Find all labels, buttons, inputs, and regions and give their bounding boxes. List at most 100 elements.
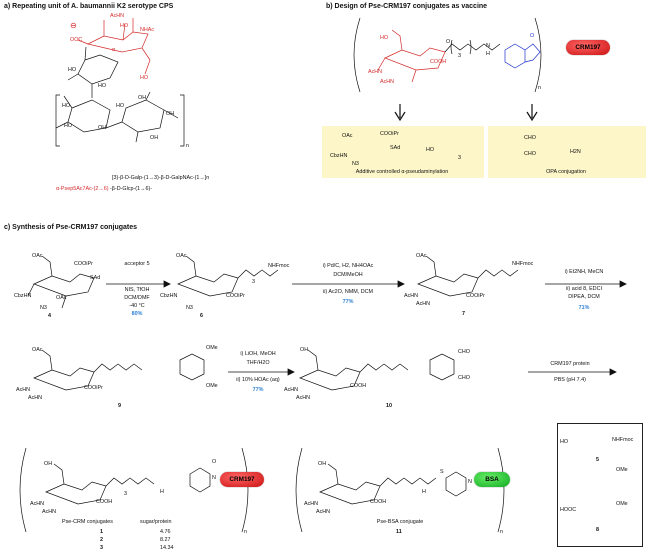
c10-cooh: COOH — [350, 383, 367, 389]
step1-reagent-1: acceptor 5 — [124, 261, 150, 267]
step5-reagent-1: CRM197 protein — [550, 361, 590, 367]
arrow-down-left — [394, 104, 406, 122]
c7-achn2: AcHN — [416, 301, 431, 307]
carboxylate-charge: ⊖ — [70, 21, 77, 30]
pse-conjugate-structure — [377, 29, 446, 83]
step4-reagent-2: THF/H2O — [246, 360, 270, 366]
compound-10-structure — [299, 349, 455, 391]
table-row-1-ratio: 4.76 — [160, 529, 171, 535]
step3-reagent-2: ii) acid 8, EDCI — [566, 286, 602, 292]
caption-pseudaminylation: Additive controlled α-pseudaminylation — [355, 169, 449, 175]
paren-left-crm — [19, 447, 27, 533]
c5-nhfmoc: NHFmoc — [612, 437, 634, 443]
c8-ome1: OMe — [616, 467, 628, 473]
c4-sad: SAd — [90, 275, 101, 281]
crm-o: O — [212, 459, 217, 465]
sequence-line-2-black: -β-D-Glcp-(1→6)- — [110, 186, 153, 192]
crm-n: N — [212, 475, 216, 481]
c7-oac: OAc — [416, 253, 427, 259]
crm-achn2: AcHN — [42, 509, 57, 515]
c9-ome1: OMe — [206, 345, 218, 351]
label-ho-a5: HO — [62, 103, 71, 109]
c4-n3: N3 — [40, 305, 47, 311]
c6-n3: N3 — [186, 305, 193, 311]
bl-n3: N3 — [352, 161, 359, 167]
paren-right-bsa — [497, 447, 505, 533]
step1-reagent-2: NIS, TfOH — [124, 287, 150, 293]
c8-ome2: OMe — [616, 501, 628, 507]
bsa-s: S — [440, 469, 444, 475]
c10-achn2: AcHN — [296, 395, 311, 401]
arrow-down-right — [526, 104, 538, 122]
label-alpha: α — [112, 47, 116, 53]
b-label-achn2: AcHN — [380, 79, 395, 85]
c7-cooipr: COOiPr — [466, 293, 485, 299]
label-oh-a4: OH — [166, 111, 175, 117]
c10-cho1: CHO — [458, 349, 470, 355]
bsa-cooh: COOH — [370, 499, 387, 505]
step1-yield: 80% — [131, 311, 143, 317]
bracket-left-a — [55, 94, 60, 147]
step3-reagent-3: DIPEA, DCM — [568, 294, 600, 300]
label-achn-a: AcHN — [110, 13, 125, 19]
bsa-achn2: AcHN — [316, 509, 331, 515]
bl-sub3: 3 — [458, 155, 461, 161]
bl-cbzhn: CbzHN — [330, 153, 348, 159]
step3-yield: 71% — [578, 305, 590, 311]
label-oh-a1: OH — [98, 125, 107, 131]
b-label-h: H — [486, 51, 490, 57]
label-oh-a2: OH — [138, 95, 147, 101]
caption-opa: OPA conjugation — [546, 169, 586, 175]
subscript-n-a: n — [186, 143, 189, 149]
b-subscript-n: n — [538, 85, 541, 91]
step1-reagent-3: DCM/DMF — [124, 295, 150, 301]
c10-achn1: AcHN — [284, 387, 299, 393]
label-ho-a4: HO — [98, 83, 107, 89]
compound-6-structure — [177, 255, 279, 297]
pse-bsa-conjugate-structure — [319, 463, 467, 505]
c9-achn1: AcHN — [16, 387, 31, 393]
bsa-caption: Pse-BSA conjugate — [376, 519, 424, 525]
glucose-residue — [67, 46, 119, 98]
sequence-line-2-red: α-Psep5Ac7Ac-(2→6) — [56, 186, 109, 192]
label-ooc: OOC — [70, 37, 83, 43]
design-box-pseudaminylation — [322, 126, 484, 178]
crm-h: H — [160, 489, 164, 495]
c4-cooipr: COOiPr — [74, 261, 93, 267]
paren-left-b — [353, 17, 361, 93]
b-label-achn1: AcHN — [368, 69, 383, 75]
c7-achn1: AcHN — [404, 293, 419, 299]
label-ho-a1: HO — [120, 23, 129, 29]
bsa-achn1: AcHN — [304, 501, 319, 507]
b-label-cooh: COOH — [430, 59, 447, 65]
b-label-o2: O — [530, 33, 535, 39]
step4-reagent-3: ii) 10% HOAc (aq) — [236, 377, 280, 383]
br-h2n: H2N — [570, 149, 581, 155]
c6-cooipr: COOiPr — [226, 293, 245, 299]
label-compound-4: 4 — [48, 313, 51, 319]
c5-ho: HO — [560, 439, 569, 445]
label-compound-8: 8 — [596, 527, 599, 533]
label-compound-9: 9 — [118, 403, 121, 409]
label-compound-10: 10 — [386, 403, 392, 409]
paren-right-crm — [241, 447, 249, 533]
c9-ome2: OMe — [206, 383, 218, 389]
label-nhac-a: NHAc — [140, 27, 155, 33]
b-label-n: N — [486, 43, 490, 49]
crm-subscript-n: n — [244, 529, 247, 535]
label-ho-a6: HO — [64, 123, 73, 129]
bsa-n: N — [468, 479, 472, 485]
c9-cooipr: COOiPr — [84, 385, 103, 391]
crm-cooh: COOH — [96, 499, 113, 505]
c6-nhfmoc: NHFmoc — [268, 263, 290, 269]
bracket-right-a — [180, 94, 185, 147]
header-panel-a: a) Repeating unit of A. baumannii K2 ser… — [4, 3, 174, 10]
label-compound-7: 7 — [462, 311, 465, 317]
isoindolinone-b — [504, 43, 541, 69]
table-row-2-id: 2 — [100, 537, 103, 543]
step4-reagent-1: i) LiOH, MeOH — [240, 351, 276, 357]
bl-oac: OAc — [342, 133, 353, 139]
label-ho-a2: HO — [140, 75, 149, 81]
crm197-pill-c: CRM197 — [220, 472, 264, 487]
